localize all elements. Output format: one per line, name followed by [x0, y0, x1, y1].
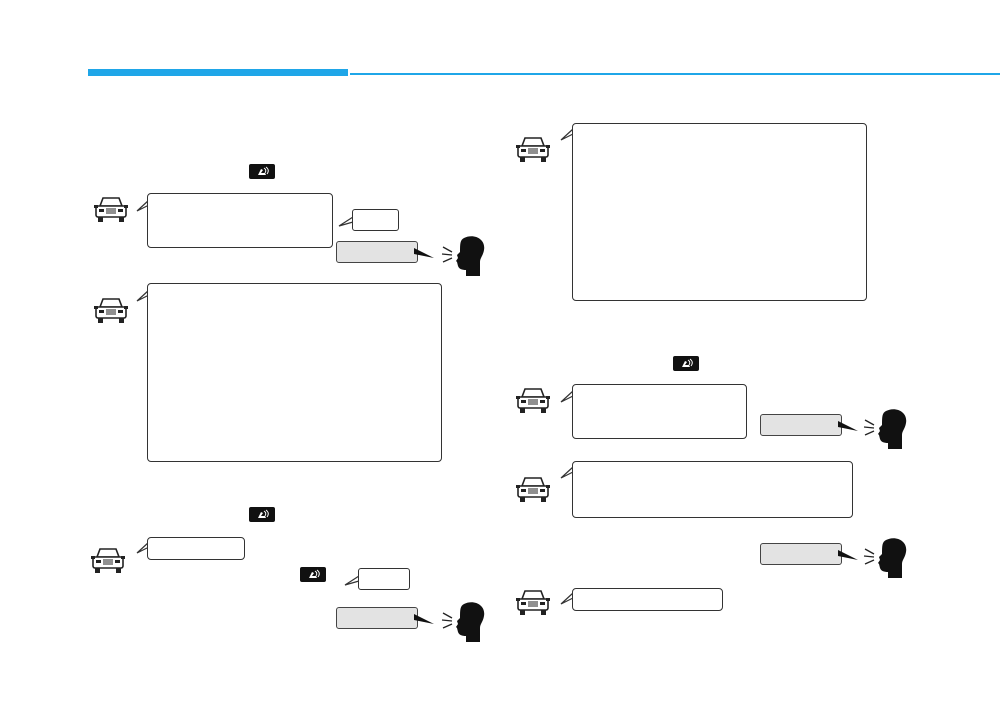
bubble-tail — [560, 128, 574, 141]
system-response-bubble — [572, 461, 853, 518]
car-front-icon — [91, 296, 131, 326]
speech-tail — [838, 550, 858, 560]
car-front-icon — [513, 135, 553, 165]
speech-tail — [414, 614, 434, 624]
header-rule — [350, 73, 1000, 75]
system-response-bubble — [147, 283, 442, 462]
system-prompt-bubble — [147, 193, 333, 248]
speaking-head-icon — [440, 600, 488, 642]
speaking-head-icon — [862, 407, 910, 449]
bubble-tail — [136, 199, 150, 212]
speech-tail — [414, 248, 434, 258]
bubble-tail — [560, 592, 574, 605]
user-speech-box — [760, 414, 842, 436]
header-accent-bar — [88, 69, 348, 76]
car-front-icon — [513, 475, 553, 505]
user-speech-box — [336, 241, 418, 263]
car-front-icon — [513, 588, 553, 618]
system-prompt-bubble — [572, 384, 747, 439]
car-front-icon — [513, 386, 553, 416]
system-prompt-bubble — [572, 588, 723, 611]
car-front-icon — [91, 195, 131, 225]
system-prompt-bubble — [147, 537, 245, 560]
bubble-tail — [560, 466, 574, 479]
car-front-icon — [88, 546, 128, 576]
bubble-tail — [136, 541, 150, 554]
bubble-tail — [560, 390, 574, 403]
user-speech-box — [760, 543, 842, 565]
speaking-head-icon — [862, 536, 910, 578]
reply-box — [358, 568, 410, 590]
speaking-head-icon — [440, 234, 488, 276]
speech-tail — [838, 421, 858, 431]
bubble-tail — [136, 289, 150, 302]
user-speech-box — [336, 607, 418, 629]
reply-tail — [338, 216, 354, 227]
reply-box — [352, 209, 399, 231]
talk-button-icon[interactable] — [300, 567, 326, 582]
system-response-bubble — [572, 123, 867, 301]
talk-button-icon[interactable] — [249, 164, 275, 179]
talk-button-icon[interactable] — [249, 507, 275, 522]
talk-button-icon[interactable] — [673, 356, 699, 371]
reply-tail — [344, 575, 360, 586]
